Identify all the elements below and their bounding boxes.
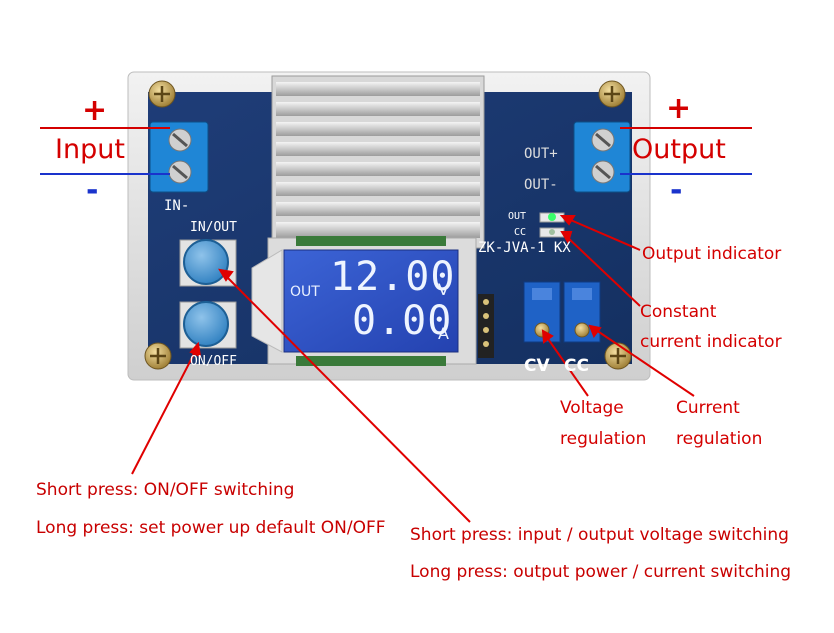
- note-on-off-short: Short press: ON/OFF switching: [36, 480, 295, 500]
- lcd-current-unit: A: [438, 324, 449, 343]
- note-in-out-short: Short press: input / output voltage swit…: [410, 525, 789, 545]
- on-off-button[interactable]: [179, 301, 237, 349]
- arrow-voltage-regulation: [545, 335, 589, 397]
- silk-led-out: OUT: [508, 211, 527, 222]
- input-minus-sign: -: [86, 173, 99, 208]
- silk-out-minus: OUT-: [524, 177, 558, 193]
- screw-top-left: [148, 80, 176, 108]
- voltage-potentiometer: [523, 281, 561, 343]
- silk-cc: CC: [564, 356, 589, 376]
- screw-top-right: [598, 80, 626, 108]
- input-plus-sign: +: [82, 93, 108, 128]
- note-on-off-long: Long press: set power up default ON/OFF: [36, 518, 386, 538]
- lcd-voltage-unit: V: [438, 280, 449, 299]
- silk-model: ZK-JVA-1 KX: [478, 240, 571, 256]
- silk-in-minus: IN-: [164, 198, 190, 214]
- arrow-current-regulation: [595, 329, 695, 397]
- screw-bottom-right: [604, 342, 632, 370]
- input-terminal-block: [149, 121, 209, 193]
- callout-current-regulation-2: regulation: [676, 429, 763, 449]
- output-minus-sign: -: [670, 173, 683, 208]
- input-label: Input: [55, 134, 125, 165]
- silk-on-off: ON/OFF: [190, 354, 237, 369]
- callout-current-regulation-1: Current: [676, 398, 740, 418]
- heatsink: [271, 75, 485, 249]
- led-indicators: [539, 212, 565, 238]
- silk-in-out: IN/OUT: [190, 220, 237, 235]
- note-in-out-long: Long press: output power / current switc…: [410, 562, 792, 582]
- silk-cv: CV: [524, 356, 550, 376]
- callout-voltage-regulation-1: Voltage: [560, 398, 624, 418]
- lcd-current-value: 0.00: [352, 298, 453, 344]
- callout-output-indicator: Output indicator: [642, 244, 782, 264]
- silk-led-cc: CC: [514, 227, 527, 238]
- lcd-module: [251, 236, 477, 366]
- arrow-in-out-button: [225, 275, 471, 523]
- arrow-on-off-button: [131, 349, 197, 475]
- screw-bottom-left: [144, 342, 172, 370]
- callout-voltage-regulation-2: regulation: [560, 429, 647, 449]
- pin-header: [478, 294, 494, 358]
- output-plus-sign: +: [666, 91, 692, 126]
- lcd-out-label: OUT: [290, 284, 320, 300]
- arrow-constant-current: [565, 235, 641, 307]
- lcd-voltage-value: 12.00: [330, 254, 456, 300]
- output-terminal-block: [573, 121, 631, 193]
- callout-constant-current-1: Constant: [640, 302, 717, 322]
- output-label: Output: [632, 134, 726, 165]
- silk-out-plus: OUT+: [524, 146, 558, 162]
- arrow-output-indicator: [565, 217, 641, 251]
- callout-constant-current-2: current indicator: [640, 332, 782, 352]
